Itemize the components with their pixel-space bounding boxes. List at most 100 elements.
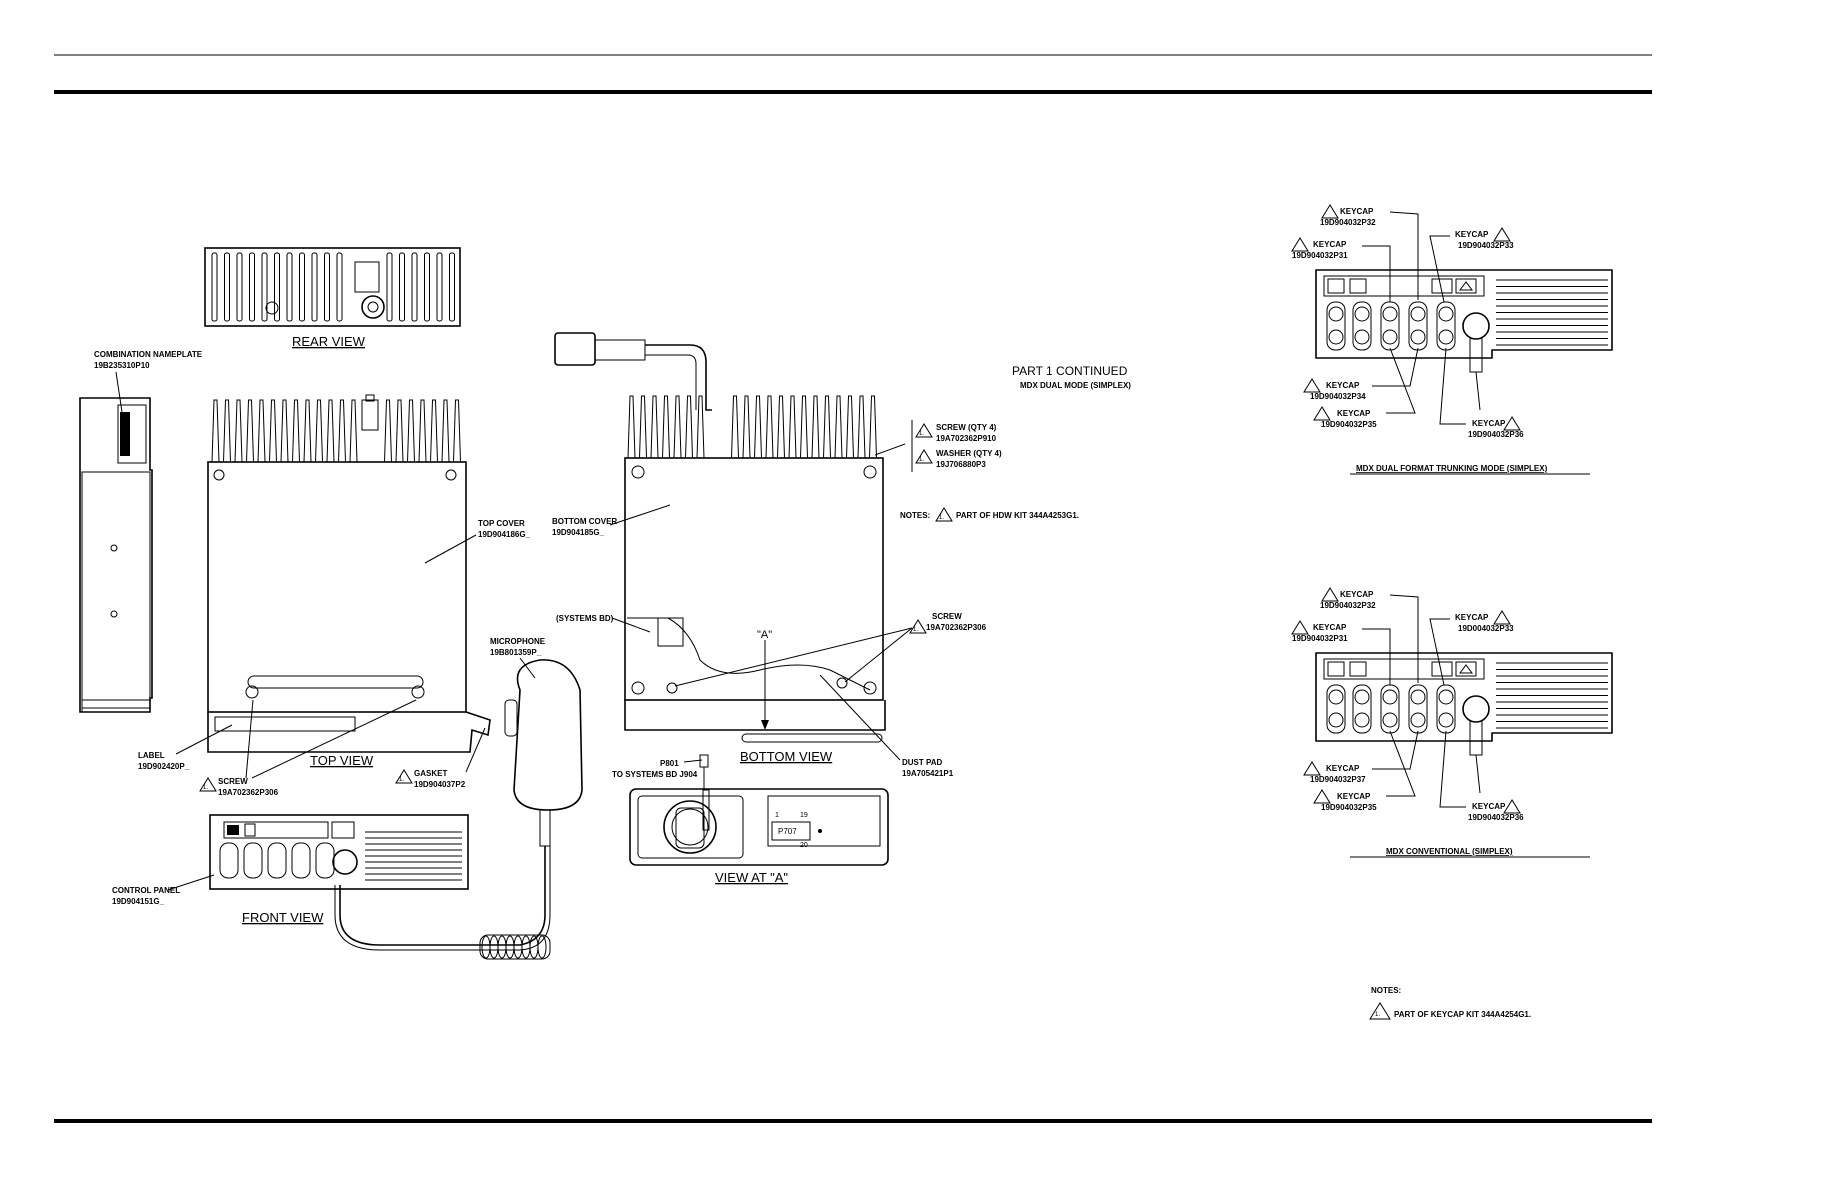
screw-callout-top: 1. SCREW 19A702362P306: [199, 699, 417, 797]
pwr-key: [1327, 278, 1345, 294]
panel-key: [1352, 301, 1372, 351]
svg-text:19B801359P_: 19B801359P_: [490, 648, 542, 657]
notes-hdw: NOTES: 1. PART OF HDW KIT 344A4253G1.: [900, 507, 1079, 522]
heatsink-fin: [650, 395, 659, 459]
leader-line: [1362, 245, 1391, 302]
leader-line: [1429, 618, 1450, 686]
keycap-pn: 19D904032P37: [1310, 775, 1366, 784]
heatsink-fin: [386, 252, 393, 322]
svg-text:(SYSTEMS BD): (SYSTEMS BD): [556, 614, 614, 623]
rear-view-title: REAR VIEW: [292, 334, 366, 349]
svg-text:LABEL: LABEL: [138, 751, 165, 760]
key-top: [1328, 306, 1344, 322]
heatsink-fin: [411, 252, 418, 322]
svg-text:P801: P801: [660, 759, 679, 768]
svg-text:19J706880P3: 19J706880P3: [936, 460, 986, 469]
key-top: [1382, 306, 1398, 322]
heatsink-fin: [788, 395, 797, 459]
keycap-label: KEYCAP: [1472, 802, 1506, 811]
heatsink-fin: [311, 252, 318, 322]
coil-turn: [521, 935, 531, 959]
notes-keycap: NOTES: 1. PART OF KEYCAP KIT 344A4254G1.: [1369, 986, 1531, 1020]
top-cover-callout: TOP COVER 19D904186G_: [424, 519, 531, 564]
heatsink-fin: [777, 395, 785, 459]
heatsink-fin: [823, 395, 831, 459]
radio-panel-outline: [1315, 269, 1613, 359]
key-top: [1354, 306, 1370, 322]
heatsink-fin: [280, 399, 289, 463]
warning-triangle-icon: [1313, 406, 1331, 421]
svg-text:19D904186G_: 19D904186G_: [478, 530, 531, 539]
heatsink-fin: [441, 399, 450, 463]
warning-triangle-icon: [1291, 237, 1309, 252]
keycap-pn: 19D904032P36: [1468, 813, 1524, 822]
heatsink-fin: [223, 399, 231, 463]
svg-text:19A702362P306: 19A702362P306: [926, 623, 987, 632]
warning-triangle-icon: [1493, 610, 1511, 625]
up-arrow-key: [1455, 661, 1477, 677]
warning-triangle-icon: [1493, 227, 1511, 242]
key-bottom: [1354, 712, 1370, 728]
heatsink-fin: [639, 395, 647, 459]
heatsink-fin: [236, 252, 243, 322]
leader-line: [1389, 594, 1419, 683]
display-window: [1323, 658, 1485, 680]
panel-key: [1326, 684, 1346, 734]
heatsink-fin: [299, 252, 305, 322]
svg-text:GASKET: GASKET: [414, 769, 447, 778]
key-top: [1438, 689, 1454, 705]
view-a-drawing: [629, 788, 889, 866]
systems-bd-callout: (SYSTEMS BD): [556, 614, 651, 633]
panel-key: [1352, 684, 1372, 734]
heatsink-fin: [449, 252, 455, 322]
up-arrow-icon: [1459, 664, 1473, 674]
svg-text:19A705421P1: 19A705421P1: [902, 769, 954, 778]
panel-key: [1408, 684, 1428, 734]
coil-turn: [537, 935, 547, 959]
microphone-callout: MICROPHONE 19B801359P_: [490, 637, 546, 679]
heatsink-fin: [224, 252, 230, 322]
svg-text:1.: 1.: [203, 785, 208, 791]
svg-text:1.: 1.: [399, 777, 404, 783]
svg-text:NOTES:: NOTES:: [900, 511, 930, 520]
warning-triangle-icon: [1321, 587, 1339, 602]
keycap-pn: 19D904032P36: [1468, 430, 1524, 439]
leader-line: [1386, 347, 1416, 414]
dust-pad-callout: DUST PAD 19A705421P1: [819, 674, 954, 778]
svg-text:1.: 1.: [919, 431, 924, 437]
keycap-pn: 19D904032P32: [1320, 601, 1376, 610]
heatsink-fin: [869, 395, 877, 459]
heatsink-fin: [765, 395, 774, 459]
keycap-label: KEYCAP: [1313, 623, 1347, 632]
key-bottom: [1354, 329, 1370, 345]
panel-caption: MDX DUAL FORMAT TRUNKING MODE (SIMPLEX): [1356, 464, 1548, 473]
warning-triangle-icon: [1303, 378, 1321, 393]
coil-turn: [505, 935, 515, 959]
heatsink-fin: [246, 399, 254, 463]
nameplate-callout: COMBINATION NAMEPLATE 19B235310P10: [94, 350, 203, 413]
panel-trunking-labels: KEYCAP 19D904032P32 KEYCAP 19D904032P31 …: [1292, 207, 1548, 473]
coil-turn: [481, 935, 491, 959]
heatsink-fin: [211, 252, 218, 322]
svg-text:NOTES:: NOTES:: [1371, 986, 1401, 995]
svg-text:DUST PAD: DUST PAD: [902, 758, 943, 767]
key-bottom: [1382, 329, 1398, 345]
svg-text:PART OF HDW KIT 344A4253G1.: PART OF HDW KIT 344A4253G1.: [956, 511, 1079, 520]
heatsink-fin: [395, 399, 404, 463]
heatsink-fin: [453, 399, 461, 463]
view-a-title: VIEW AT "A": [715, 870, 788, 885]
svg-text:19A702362P910: 19A702362P910: [936, 434, 997, 443]
heatsink-fin: [834, 395, 843, 459]
panel-key: [1436, 684, 1456, 734]
leader-line: [1439, 347, 1466, 425]
heatsink-fin: [662, 395, 670, 459]
panel-conventional-labels: KEYCAP 19D904032P32 KEYCAP 19D904032P31 …: [1292, 590, 1524, 856]
bottom-view-title: BOTTOM VIEW: [740, 749, 833, 764]
heatsink-fin: [303, 399, 312, 463]
svg-text:1.: 1.: [913, 627, 918, 633]
keycap-pn: 19D004032P33: [1458, 624, 1514, 633]
svg-text:19D902420P_: 19D902420P_: [138, 762, 190, 771]
mic-cable: [1469, 338, 1483, 373]
svg-text:1.: 1.: [919, 457, 924, 463]
